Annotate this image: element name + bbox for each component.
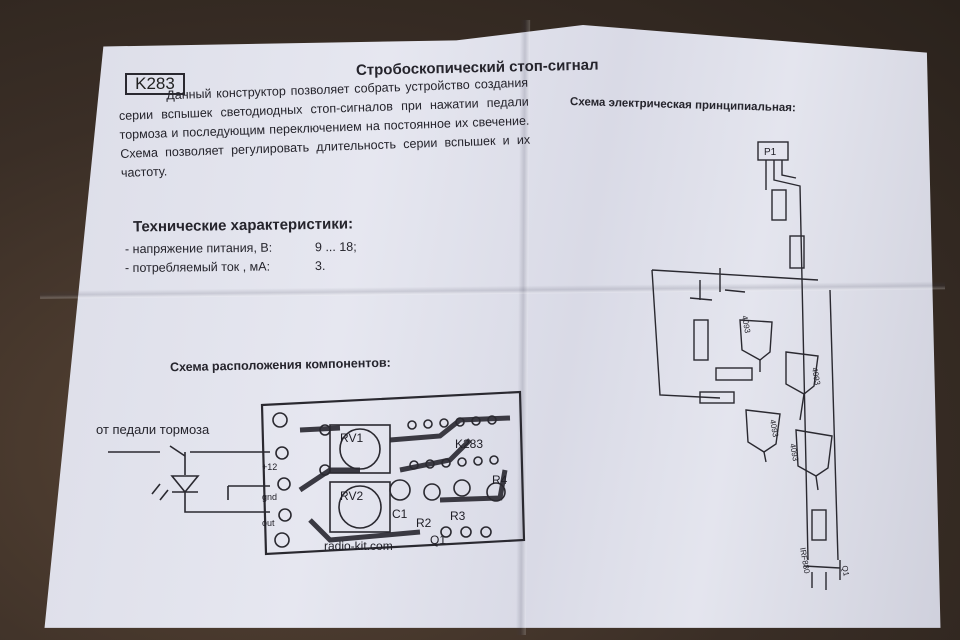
mount-hole <box>272 412 288 428</box>
r3-pad <box>453 479 471 497</box>
ic-label: 4093 <box>768 419 780 439</box>
rv1-outline <box>329 424 391 474</box>
nand-gate-1 <box>739 319 773 361</box>
pad <box>319 424 331 436</box>
mosfet-symbol <box>803 560 841 590</box>
r4-pad <box>486 482 506 502</box>
pad <box>277 477 291 491</box>
pad <box>319 464 331 476</box>
pad <box>460 526 472 538</box>
rv1-label: RV1 <box>340 431 363 445</box>
pcb-outline <box>260 390 526 556</box>
ic-label: 4093 <box>788 443 800 463</box>
supply-wires <box>765 160 809 561</box>
resistor <box>789 235 805 269</box>
led-light-arrows <box>151 483 169 501</box>
resistor <box>715 367 753 381</box>
pedal-switch-wire <box>108 445 270 457</box>
nand-gate-4 <box>795 429 833 477</box>
gate-outputs <box>759 360 819 491</box>
q1-label: Q1 <box>430 533 446 547</box>
resistor <box>811 509 827 541</box>
pad <box>275 446 289 460</box>
r4-label: R4 <box>492 473 508 487</box>
rv2-knob <box>338 485 382 529</box>
resistor <box>693 319 709 361</box>
rv2-outline <box>329 481 391 533</box>
connector-p1 <box>757 141 789 161</box>
r2-label: R2 <box>416 516 432 530</box>
nand-gate-2 <box>785 351 819 395</box>
kit-code-badge: K283 <box>125 73 185 95</box>
resistor <box>771 189 787 221</box>
r2-pad <box>423 483 441 501</box>
instruction-sheet <box>44 25 941 628</box>
q1-schematic-label: Q1 <box>840 565 851 578</box>
pin-out-label: out <box>262 518 275 528</box>
site-mark: radio-kit.com <box>324 539 393 553</box>
rv1-knob <box>339 428 381 470</box>
pad <box>278 508 292 522</box>
nand-gate-3 <box>745 409 781 453</box>
led-symbol <box>170 452 270 513</box>
right-rail <box>829 289 839 561</box>
pin-plus-label: +12 <box>262 462 277 472</box>
ic-mark: K283 <box>455 437 483 451</box>
pin-gnd-label: gnd <box>262 492 277 502</box>
pad <box>440 526 452 538</box>
mount-hole <box>274 532 290 548</box>
schematic-wires <box>651 268 819 399</box>
ground-wire <box>227 485 270 500</box>
c1-label: C1 <box>392 507 408 521</box>
ic-label: 4093 <box>810 367 822 387</box>
r3-label: R3 <box>450 509 466 523</box>
rv2-label: RV2 <box>340 489 363 503</box>
ic-footprint <box>407 415 499 470</box>
pedal-label: от педали тормоза <box>96 422 210 437</box>
resistor <box>699 391 735 404</box>
ic-label: 4093 <box>740 315 752 335</box>
transistor-label: IRF830 <box>798 547 812 575</box>
c1-body <box>389 479 411 501</box>
connector-label: P1 <box>764 147 777 158</box>
pad <box>480 526 492 538</box>
